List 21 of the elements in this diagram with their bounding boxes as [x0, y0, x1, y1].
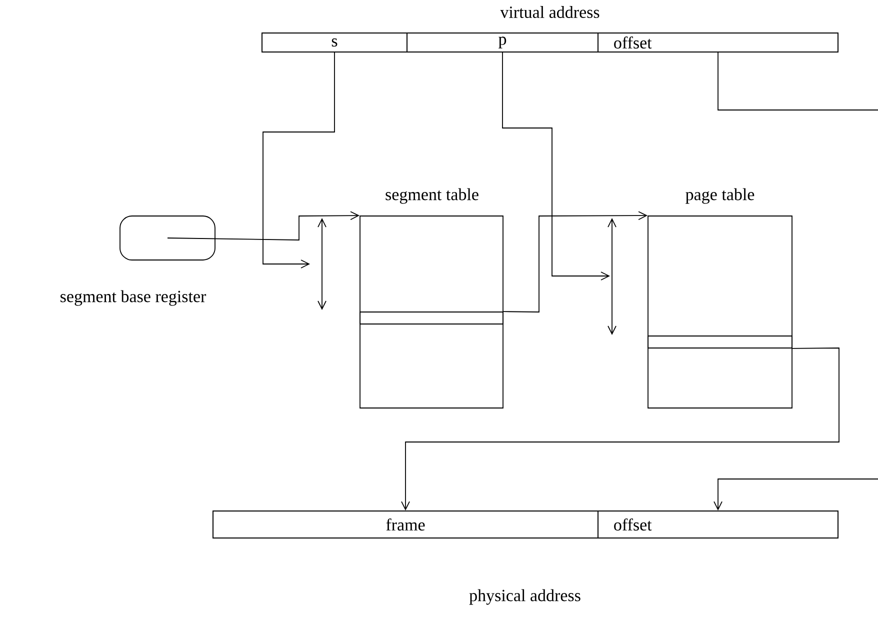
address-field: frame: [212, 510, 598, 538]
node-label: virtual address: [500, 6, 600, 18]
table-entry: [360, 312, 504, 324]
node-label: physical address: [469, 589, 580, 605]
register-box: segment base register: [60, 216, 216, 306]
address-field: p: [406, 32, 598, 52]
address-field: offset: [598, 510, 838, 538]
arrow: [167, 211, 360, 240]
table-box: page table: [648, 188, 792, 408]
node-label: page table: [686, 188, 754, 204]
table-entry: [648, 336, 792, 348]
node-label: segment base register: [60, 290, 206, 306]
table-box: segment table: [360, 188, 504, 408]
arrow: [401, 348, 840, 511]
address-field: s: [262, 32, 408, 52]
arrow: [502, 52, 610, 280]
arrow: [262, 52, 335, 268]
arrow: [503, 211, 648, 312]
address-field: offset: [598, 32, 838, 52]
arrow: [714, 478, 878, 511]
node-label: segment table: [386, 188, 478, 204]
